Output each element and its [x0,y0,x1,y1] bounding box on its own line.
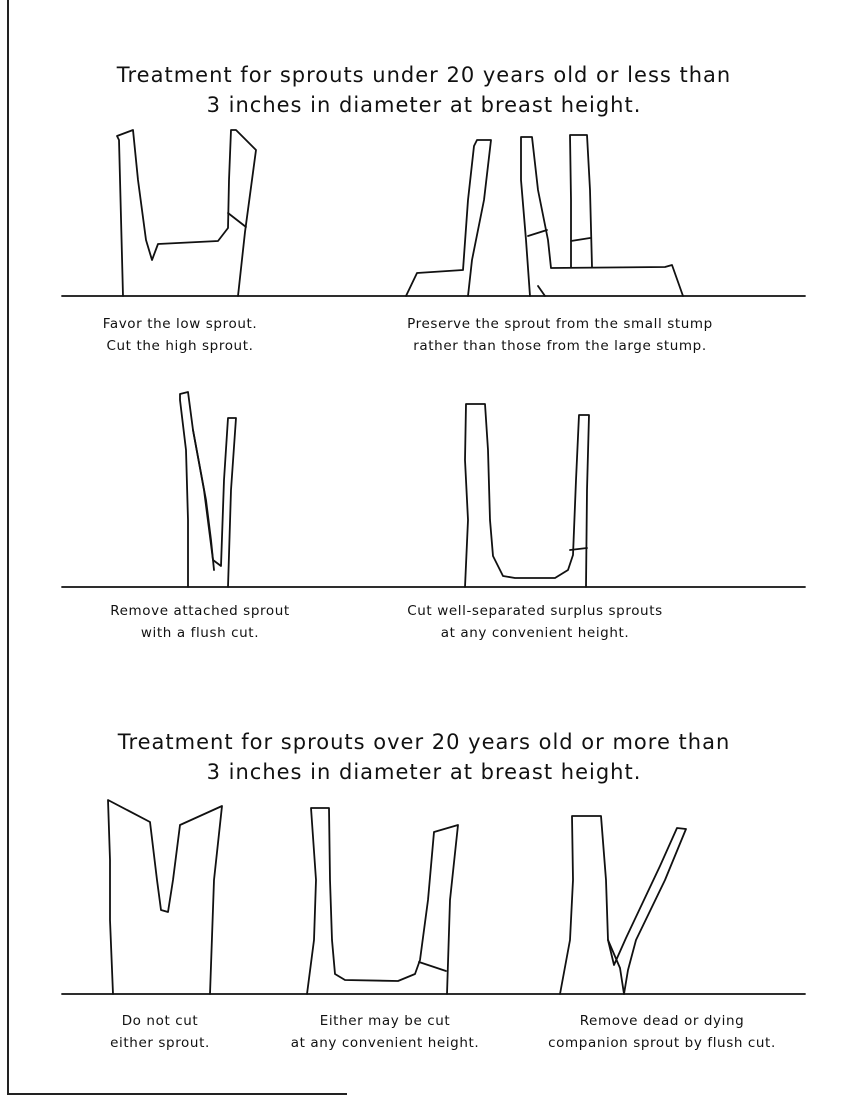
stump-outline [117,130,256,296]
caption-line2: at any convenient height. [365,622,705,644]
separated-sprouts-outline [465,404,589,587]
figure-well-separated-sprouts [465,404,589,587]
heading-under-20-years: Treatment for sprouts under 20 years old… [0,60,848,120]
figure-attached-sprout [180,392,236,587]
heading-line1: Treatment for sprouts over 20 years old … [0,727,848,757]
caption-attached-sprout: Remove attached sprout with a flush cut. [70,600,330,644]
heading-line1: Treatment for sprouts under 20 years old… [0,60,848,90]
figure-preserve-small-stump [406,135,683,296]
forked-trunk-outline [108,800,222,994]
caption-well-separated-sprouts: Cut well-separated surplus sprouts at an… [365,600,705,644]
caption-either-may-be-cut: Either may be cut at any convenient heig… [260,1010,510,1054]
caption-line1: Remove dead or dying [512,1010,812,1032]
caption-line2: with a flush cut. [70,622,330,644]
caption-line1: Preserve the sprout from the small stump [350,313,770,335]
attached-sprout-outline [180,392,236,587]
caption-preserve-small-stump: Preserve the sprout from the small stump… [350,313,770,357]
junction-mark [538,286,545,296]
caption-line1: Do not cut [70,1010,250,1032]
figure-do-not-cut [108,800,222,994]
heading-over-20-years: Treatment for sprouts over 20 years old … [0,727,848,787]
double-sprout-outline [307,808,458,994]
caption-line1: Cut well-separated surplus sprouts [365,600,705,622]
caption-line1: Remove attached sprout [70,600,330,622]
cut-mark-left [528,230,547,236]
caption-line2: rather than those from the large stump. [350,335,770,357]
caption-do-not-cut: Do not cut either sprout. [70,1010,250,1054]
trunk-with-companion-outline [560,816,686,994]
cut-mark [228,213,246,227]
caption-line2: companion sprout by flush cut. [512,1032,812,1054]
figure-favor-low-sprout [117,130,256,296]
tall-sprout-outline [570,135,592,267]
large-stump-outline [406,140,491,296]
cut-mark-right [571,238,590,241]
caption-line1: Either may be cut [260,1010,510,1032]
caption-line2: Cut the high sprout. [60,335,300,357]
small-stump-outline [521,137,683,296]
caption-favor-low-sprout: Favor the low sprout. Cut the high sprou… [60,313,300,357]
caption-line2: either sprout. [70,1032,250,1054]
figure-either-may-be-cut [307,808,458,994]
heading-line2: 3 inches in diameter at breast height. [0,90,848,120]
figure-dead-companion [560,816,686,994]
heading-line2: 3 inches in diameter at breast height. [0,757,848,787]
caption-line2: at any convenient height. [260,1032,510,1054]
cut-mark [419,962,446,971]
caption-line1: Favor the low sprout. [60,313,300,335]
caption-dead-companion: Remove dead or dying companion sprout by… [512,1010,812,1054]
